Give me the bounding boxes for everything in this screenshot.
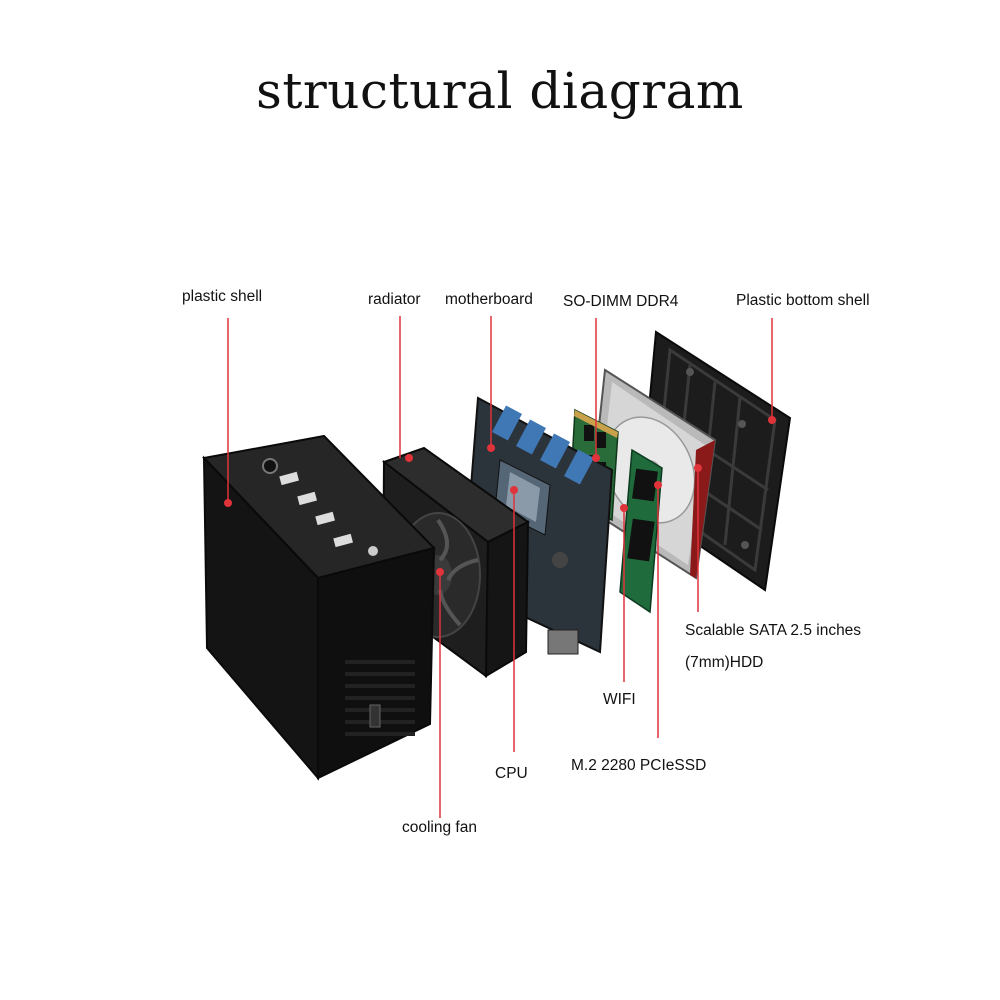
leader-lines bbox=[227, 316, 773, 818]
label-hdd-line1: Scalable SATA 2.5 inches bbox=[685, 622, 862, 639]
label-motherboard: motherboard bbox=[445, 291, 533, 308]
label-plastic-shell: plastic shell bbox=[182, 288, 263, 305]
label-cooling-fan: cooling fan bbox=[402, 819, 477, 836]
plastic-shell-part bbox=[202, 434, 436, 781]
label-so-dimm: SO-DIMM DDR4 bbox=[563, 293, 679, 310]
label-cpu: CPU bbox=[495, 765, 528, 782]
label-hdd-line2: (7mm)HDD bbox=[685, 654, 764, 671]
label-wifi: WIFI bbox=[603, 691, 636, 708]
label-radiator: radiator bbox=[368, 291, 421, 308]
leader-dots bbox=[224, 416, 776, 576]
label-ssd: M.2 2280 PCIeSSD bbox=[571, 757, 707, 774]
diagram-title: structural diagram bbox=[256, 62, 744, 120]
label-bottom-shell: Plastic bottom shell bbox=[736, 292, 870, 309]
ssd-part bbox=[619, 448, 663, 614]
